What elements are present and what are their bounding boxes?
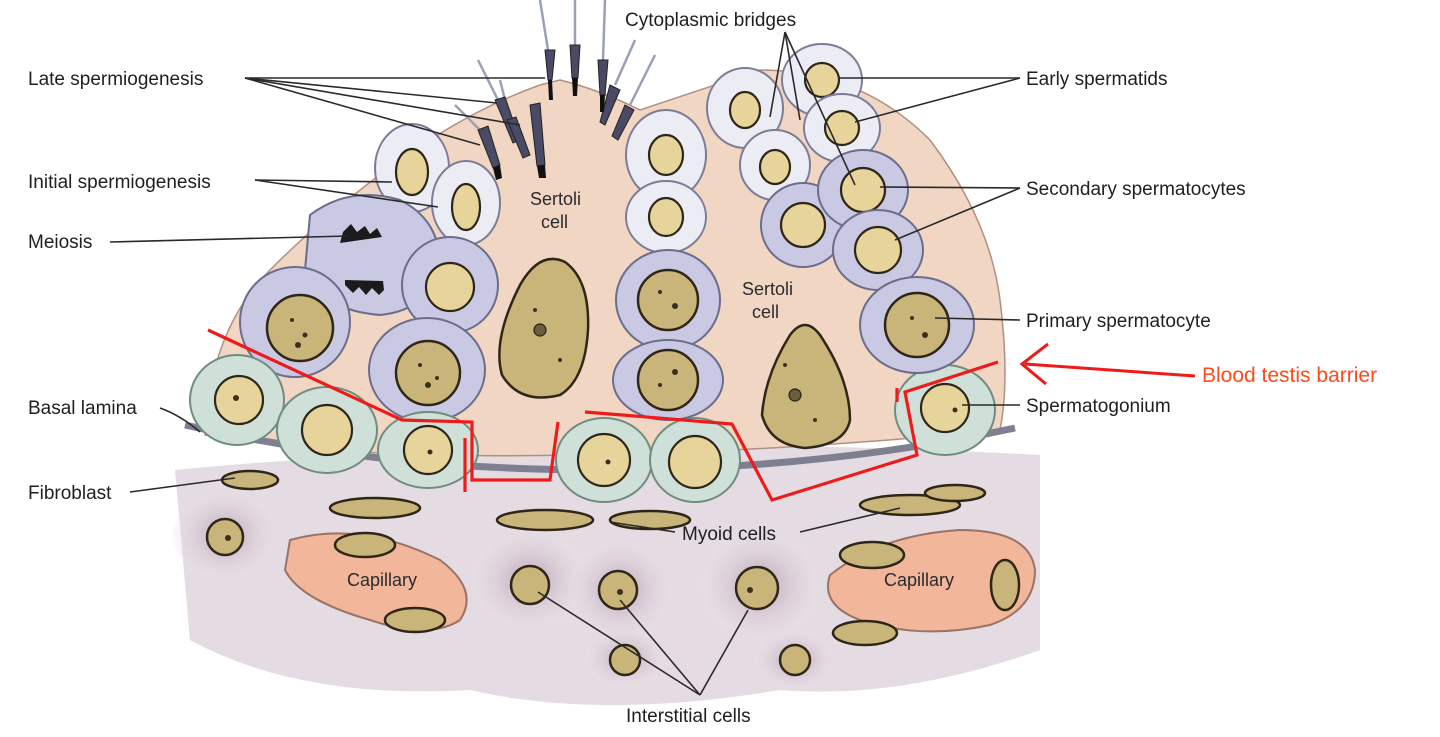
spermatogonium-3: [377, 411, 479, 489]
primary-spermatocyte-left: [239, 266, 351, 378]
sertoli-nucleus-left: [498, 257, 590, 399]
label-primary-spermatocyte: Primary spermatocyte: [1026, 311, 1211, 332]
spermatocyte-left-1: [401, 236, 499, 334]
label-cytoplasmic-bridges: Cytoplasmic bridges: [625, 10, 796, 31]
label-secondary-spermatocytes: Secondary spermatocytes: [1026, 179, 1246, 200]
label-fibroblast: Fibroblast: [28, 483, 112, 504]
capillary-left: [283, 531, 468, 634]
spermatocyte-middle-1: [615, 249, 721, 351]
label-sertoli-right-line1: Sertoli: [742, 279, 793, 299]
spermatogonium-4: [555, 417, 653, 503]
spermatid-middle-1: [625, 109, 707, 201]
label-basal-lamina: Basal lamina: [28, 398, 137, 419]
capillary-right: [827, 528, 1037, 647]
label-initial-spermiogenesis: Initial spermiogenesis: [28, 172, 211, 193]
spermatogonium-2: [276, 386, 378, 474]
spermatid-middle-2: [625, 180, 707, 254]
label-sertoli-left-line1: Sertoli: [530, 189, 581, 209]
label-capillary-left: Capillary: [347, 570, 417, 590]
primary-spermatocyte-right: [859, 276, 975, 374]
labels: Cytoplasmic bridges Late spermiogenesis …: [28, 10, 1377, 727]
leader-lines: [109, 31, 1021, 696]
spermatid-initial-2: [431, 160, 501, 246]
spermatid-initial-1: [374, 123, 450, 213]
primary-spermatocyte-left-2: [368, 317, 486, 423]
label-spermatogonium: Spermatogonium: [1026, 396, 1171, 417]
blood-testis-barrier-line: [207, 328, 999, 502]
label-sertoli-right-line2: cell: [752, 302, 779, 322]
early-spermatid-2: [739, 129, 811, 201]
spermatocyte-middle-2: [612, 339, 724, 421]
chromatin-speckles: [225, 290, 958, 595]
early-spermatid-1: [706, 67, 784, 149]
label-myoid-cells: Myoid cells: [682, 524, 776, 545]
sertoli-nucleus-right: [760, 323, 852, 450]
label-interstitial-cells: Interstitial cells: [626, 706, 751, 727]
label-meiosis: Meiosis: [28, 232, 92, 253]
spermatogonium-5: [649, 417, 741, 503]
late-spermatids: [454, 0, 657, 180]
label-capillary-right: Capillary: [884, 570, 954, 590]
label-early-spermatids: Early spermatids: [1026, 69, 1168, 90]
label-late-spermiogenesis: Late spermiogenesis: [28, 69, 203, 90]
label-blood-testis-barrier: Blood testis barrier: [1202, 364, 1377, 387]
blood-testis-barrier-arrow: [1019, 342, 1196, 386]
label-sertoli-left-line2: cell: [541, 212, 568, 232]
secondary-spermatocyte-3: [832, 209, 924, 291]
